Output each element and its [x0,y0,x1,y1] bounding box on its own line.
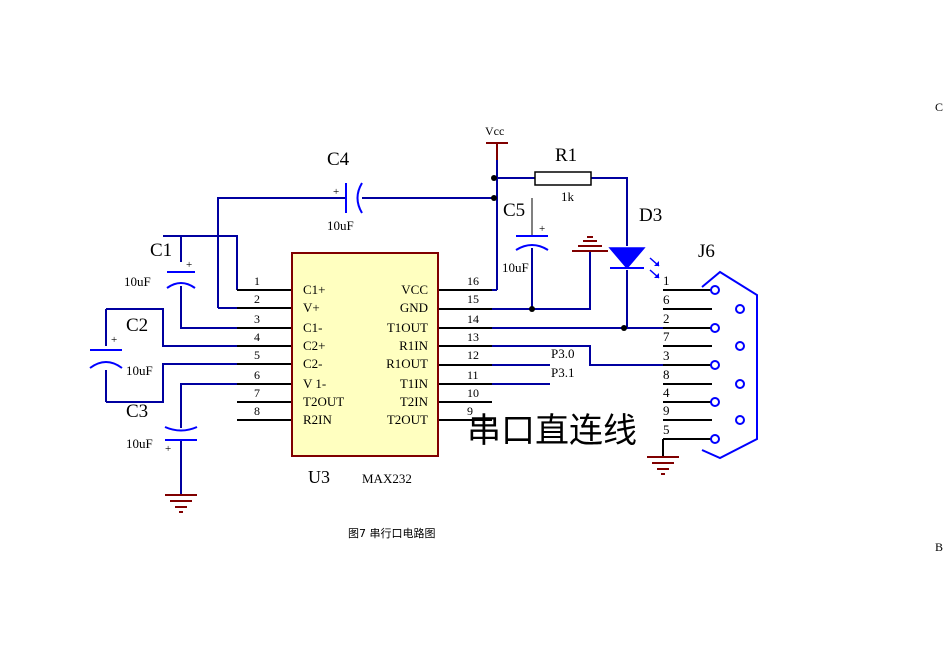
ic-pin-lines [237,289,492,421]
r1-value: 1k [561,189,575,204]
j6-pin-holes [710,285,745,444]
j6-pin-numbers: 1 6 2 7 3 8 4 9 5 [663,273,670,437]
net-label-p30: P3.0 [551,346,574,361]
c4-plus: + [333,186,339,198]
vcc-symbol [486,142,508,160]
j6-pin-number: 4 [663,385,670,400]
ic-body [291,252,439,457]
ic-right-pin-number: 10 [467,386,479,400]
c1-capacitor [166,271,196,289]
j6-pin-number: 9 [663,403,670,418]
c4-capacitor [345,182,363,214]
c5-ref: C5 [503,200,525,221]
ic-left-pin-label: T2OUT [303,394,344,409]
ic-right-pin-label: VCC [401,282,428,297]
c3-plus: + [165,443,171,455]
j6-pin-number: 6 [663,292,670,307]
ic-right-pin-label: T2IN [400,394,429,409]
ic-right-pin-label: R1OUT [386,356,428,371]
ic-left-pin-number: 8 [254,404,260,418]
ic-right-pin-label: T2OUT [387,412,428,427]
ic-left-pin-label: V+ [303,300,320,315]
c5-plus: + [539,223,545,235]
ic-right-pin-number: 12 [467,348,479,362]
ground-symbol-c3 [165,494,197,513]
c1-plus: + [186,259,192,271]
c3-value: 10uF [126,436,153,451]
margin-letter-top: C [935,100,943,114]
ic-left-pin-label: C1- [303,320,323,335]
ic-ref: U3 [308,467,330,487]
diagram-title: 串口直连线 [467,411,637,451]
ground-symbol-gnd [572,236,608,252]
c2-ref: C2 [126,315,148,336]
j6-pin-number: 2 [663,311,670,326]
ic-right-pin-number: 15 [467,292,479,306]
ic-right-pin-number: 13 [467,330,479,344]
ic-right-pin-label: T1OUT [387,320,428,335]
c5-capacitor [515,235,549,251]
d3-led [608,247,660,279]
ic-part: MAX232 [362,471,412,486]
d3-ref: D3 [639,205,662,226]
j6-pin-number: 8 [663,367,670,382]
figure-caption: 图7 串行口电路图 [348,527,436,540]
ic-left-pin-number: 7 [254,386,260,400]
ic-right-pin-number: 9 [467,404,473,418]
c3-ref: C3 [126,401,148,422]
c2-value: 10uF [126,363,153,378]
c2-capacitor [89,349,123,369]
ic-left-pin-label: C2- [303,356,323,371]
ic-left-pin-label: V 1- [303,376,326,391]
ic-right-pin-label: GND [400,300,428,315]
ic-right-pin-number: 16 [467,274,479,288]
ic-right-pin-label: R1IN [399,338,429,353]
ic-left-pin-number: 1 [254,274,260,288]
j6-ref: J6 [698,241,715,262]
ic-left-pin-number: 4 [254,330,260,344]
vcc-label: Vcc [485,124,504,138]
r1-resistor [534,171,592,186]
ic-left-pin-label: C2+ [303,338,326,353]
connector-lines [662,289,712,457]
ic-right-pin-number: 14 [467,312,479,326]
j6-pin-number: 7 [663,329,670,344]
margin-letter-bottom: B [935,540,943,554]
ic-left-pin-label: R2IN [303,412,333,427]
j6-connector-shell [701,270,758,460]
c4-ref: C4 [327,149,350,170]
j6-pin-number: 3 [663,348,670,363]
j6-pin-number: 1 [663,273,670,288]
c1-value: 10uF [124,274,151,289]
j6-pin-number: 5 [663,422,670,437]
r1-ref: R1 [555,145,577,166]
ground-symbol-j6 [647,456,679,475]
c3-capacitor [164,426,198,441]
ic-left-pin-number: 5 [254,348,260,362]
ic-right-pin-number: 11 [467,368,479,382]
c2-plus: + [111,334,117,346]
c5-value: 10uF [502,260,529,275]
c1-ref: C1 [150,240,172,261]
c4-value: 10uF [327,218,354,233]
ic-left-pin-number: 3 [254,312,260,326]
ic-left-pin-number: 2 [254,292,260,306]
ic-left-pin-label: C1+ [303,282,326,297]
net-label-p31: P3.1 [551,365,574,380]
junction-dots [491,175,627,331]
ic-right-pin-label: T1IN [400,376,429,391]
ic-left-pin-number: 6 [254,368,260,382]
